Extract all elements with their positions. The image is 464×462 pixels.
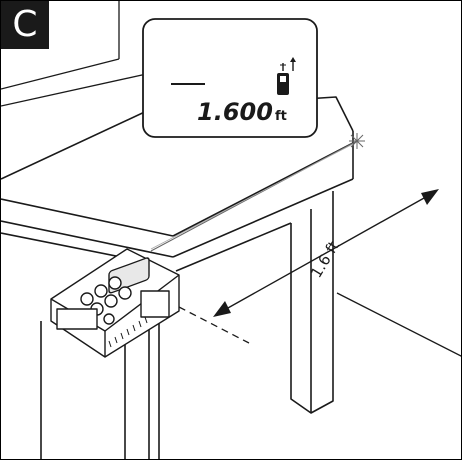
reference-icon — [277, 57, 296, 95]
laser-beam-edge — [150, 143, 354, 250]
room-wall-line — [1, 72, 152, 107]
laser-target-point-icon — [349, 133, 365, 149]
room-lines — [1, 1, 461, 357]
device-button — [103, 313, 115, 325]
device-lens-panel — [56, 308, 98, 330]
dimension-arrow — [213, 189, 439, 317]
dimension-line — [218, 192, 434, 314]
table — [1, 96, 354, 459]
display-frame — [142, 18, 318, 138]
dimension-arrowhead-end — [421, 189, 439, 205]
device-side-panel — [140, 290, 170, 318]
display-unit: ft — [275, 109, 287, 124]
table-top-right-edge — [172, 178, 354, 258]
display-callout: 1.600 ft — [142, 18, 318, 138]
room-floor-line — [336, 292, 461, 357]
device-button — [80, 292, 94, 306]
table-apron-right — [175, 222, 292, 272]
table-leg-back — [290, 191, 334, 414]
dimension-label: 1.6 ft — [307, 238, 343, 281]
device-button — [104, 294, 118, 308]
device-button — [118, 286, 132, 300]
room-ceiling-line — [1, 58, 120, 90]
table-top-bevel-front — [1, 198, 174, 237]
laser-device — [50, 248, 180, 358]
dimension-arrowhead-start — [213, 301, 231, 317]
table-top-bevel — [172, 142, 354, 237]
device-grip — [108, 316, 148, 348]
device-button — [94, 284, 108, 298]
panel-label: C — [1, 1, 49, 49]
table-top-front-edge — [1, 220, 174, 258]
dimension-extension-line — [178, 306, 250, 344]
device-button — [108, 276, 122, 290]
display-reading: 1.600 — [197, 98, 273, 126]
